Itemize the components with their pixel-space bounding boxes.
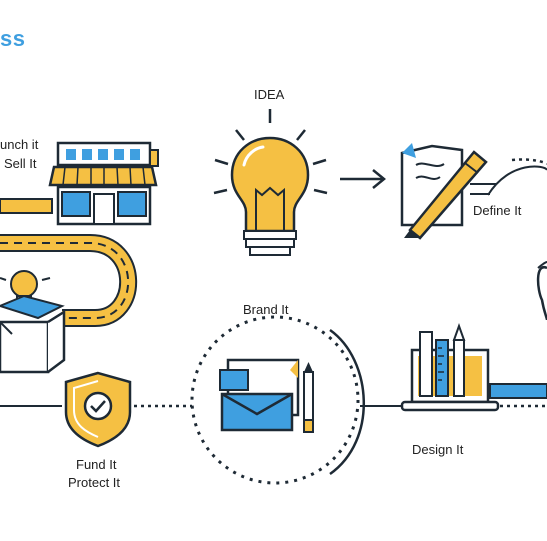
launch-label-line1: unch it	[0, 137, 39, 152]
connector-define-right	[487, 165, 547, 196]
fund-label-line1: Fund It	[76, 457, 117, 472]
laptop-rulers-icon	[400, 323, 547, 412]
box-bulb-icon	[0, 270, 66, 374]
arrow-head	[372, 169, 386, 189]
lightbulb-icon	[213, 109, 328, 256]
define-label: Define It	[473, 203, 522, 218]
storefront-icon	[48, 141, 159, 226]
winding-track-dashes	[0, 242, 130, 319]
fund-label-line2: Protect It	[68, 475, 121, 490]
yellow-track-left	[0, 198, 53, 214]
document-pen-icon	[400, 143, 496, 240]
connector-dotted-right	[511, 158, 547, 166]
idea-label: IDEA	[254, 87, 285, 102]
launch-label-line2: Sell It	[4, 156, 37, 171]
brand-label: Brand It	[243, 302, 289, 317]
page-title: ss	[0, 26, 26, 51]
design-label: Design It	[412, 442, 464, 457]
apple-icon	[536, 261, 547, 321]
shield-check-icon	[64, 371, 132, 448]
envelope-pencil-icon	[190, 315, 365, 485]
